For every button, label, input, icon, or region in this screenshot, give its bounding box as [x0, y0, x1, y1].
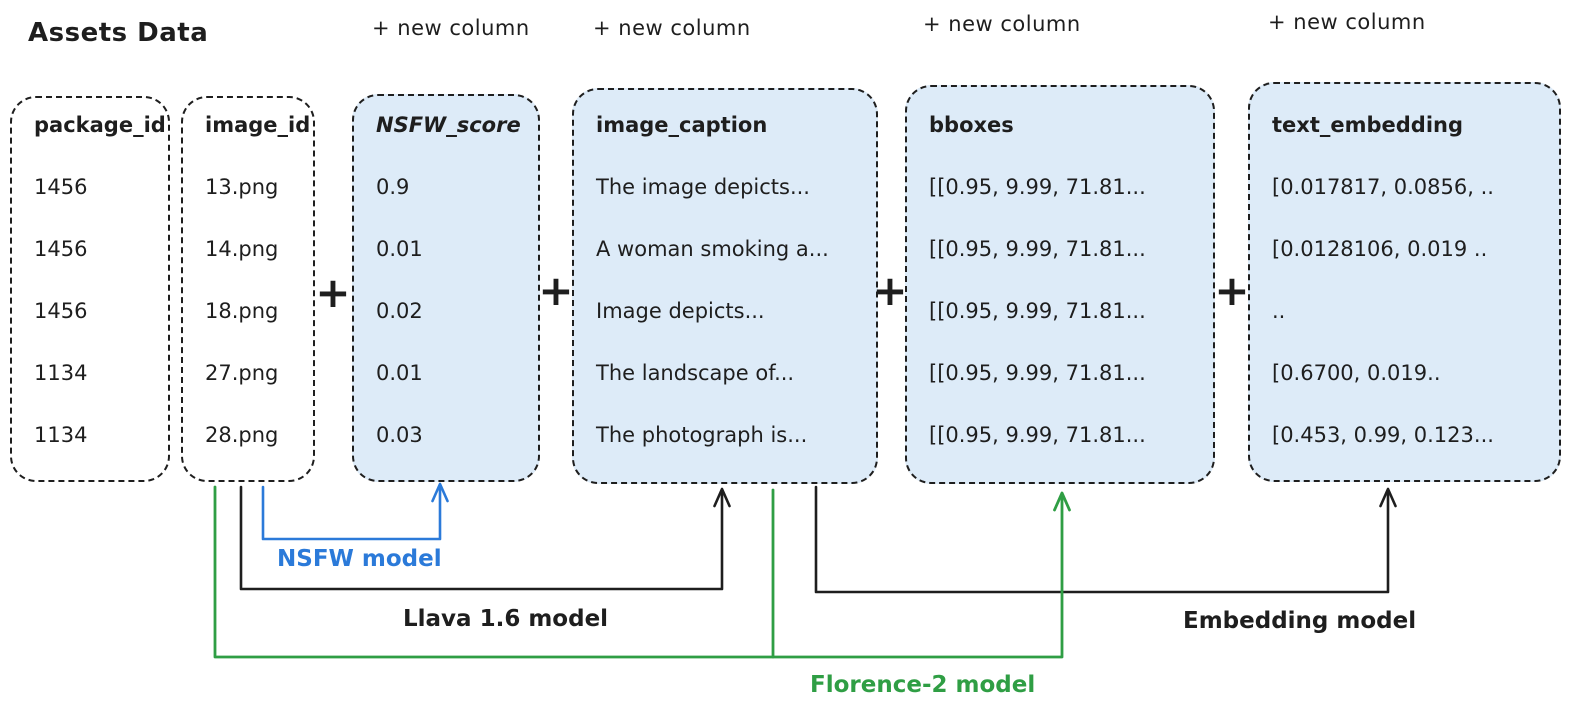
plus-icon: +	[1214, 266, 1250, 315]
table-cell: [0.453, 0.99, 0.123...	[1272, 423, 1494, 447]
llava-model-label: Llava 1.6 model	[403, 606, 609, 632]
rows: 13.png 14.png 18.png 27.png 28.png	[183, 156, 313, 466]
table-cell: [0.0128106, 0.019 ..	[1272, 237, 1488, 261]
table-cell: 0.02	[376, 299, 423, 323]
table-cell: 1456	[34, 299, 88, 323]
new-column-label-nsfw: + new column	[372, 16, 530, 40]
column-header: package_id	[34, 113, 166, 137]
column-header: image_caption	[596, 113, 768, 137]
table-cell: 0.9	[376, 175, 410, 199]
table-package-id: package_id 1456 1456 1456 1134 1134	[10, 96, 170, 482]
plus-icon: +	[872, 266, 908, 315]
column-header: NSFW_score	[376, 113, 521, 137]
column-header: text_embedding	[1272, 113, 1464, 137]
table-text-embedding: text_embedding [0.017817, 0.0856, .. [0.…	[1248, 82, 1561, 482]
table-cell: 28.png	[205, 423, 279, 447]
plus-icon: +	[538, 266, 574, 315]
table-cell: 1456	[34, 175, 88, 199]
table-cell: 14.png	[205, 237, 279, 261]
diagram-title: Assets Data	[28, 18, 209, 48]
table-cell: [[0.95, 9.99, 71.81...	[929, 175, 1146, 199]
table-cell: [[0.95, 9.99, 71.81...	[929, 299, 1146, 323]
table-cell: 18.png	[205, 299, 279, 323]
table-cell: 27.png	[205, 361, 279, 385]
new-column-label-embedding: + new column	[1268, 10, 1426, 34]
table-bboxes: bboxes [[0.95, 9.99, 71.81... [[0.95, 9.…	[905, 85, 1215, 484]
florence-model-arrow	[213, 485, 1071, 659]
column-header: bboxes	[929, 113, 1014, 137]
table-cell: [[0.95, 9.99, 71.81...	[929, 237, 1146, 261]
table-cell: Image depicts...	[596, 299, 765, 323]
column-header: image_id	[205, 113, 311, 137]
nsfw-model-label: NSFW model	[277, 546, 442, 572]
table-cell: 13.png	[205, 175, 279, 199]
rows: [0.017817, 0.0856, .. [0.0128106, 0.019 …	[1250, 156, 1559, 466]
table-cell: 0.01	[376, 361, 423, 385]
table-cell: 0.01	[376, 237, 423, 261]
table-cell: [[0.95, 9.99, 71.81...	[929, 361, 1146, 385]
table-cell: ..	[1272, 299, 1286, 323]
embedding-model-label: Embedding model	[1183, 608, 1417, 634]
florence-model-label: Florence-2 model	[810, 672, 1036, 698]
table-cell: A woman smoking a...	[596, 237, 829, 261]
table-cell: 1134	[34, 361, 88, 385]
rows: 0.9 0.01 0.02 0.01 0.03	[354, 156, 538, 466]
rows: 1456 1456 1456 1134 1134	[12, 156, 168, 466]
table-image-id: image_id 13.png 14.png 18.png 27.png 28.…	[181, 96, 315, 482]
new-column-label-caption: + new column	[593, 16, 751, 40]
new-column-label-bboxes: + new column	[923, 12, 1081, 36]
table-cell: 0.03	[376, 423, 423, 447]
llava-model-arrow	[239, 485, 731, 591]
rows: [[0.95, 9.99, 71.81... [[0.95, 9.99, 71.…	[907, 156, 1213, 466]
embedding-model-arrow	[814, 485, 1397, 594]
table-cell: 1456	[34, 237, 88, 261]
table-cell: 1134	[34, 423, 88, 447]
table-cell: [0.6700, 0.019..	[1272, 361, 1441, 385]
table-image-caption: image_caption The image depicts... A wom…	[572, 88, 878, 484]
table-cell: [[0.95, 9.99, 71.81...	[929, 423, 1146, 447]
table-cell: The landscape of...	[596, 361, 795, 385]
table-cell: [0.017817, 0.0856, ..	[1272, 175, 1494, 199]
table-cell: The photograph is...	[596, 423, 808, 447]
plus-icon: +	[315, 268, 351, 317]
table-cell: The image depicts...	[596, 175, 810, 199]
rows: The image depicts... A woman smoking a..…	[574, 156, 876, 466]
table-nsfw-score: NSFW_score 0.9 0.01 0.02 0.01 0.03	[352, 94, 540, 482]
nsfw-model-arrow	[261, 482, 449, 541]
